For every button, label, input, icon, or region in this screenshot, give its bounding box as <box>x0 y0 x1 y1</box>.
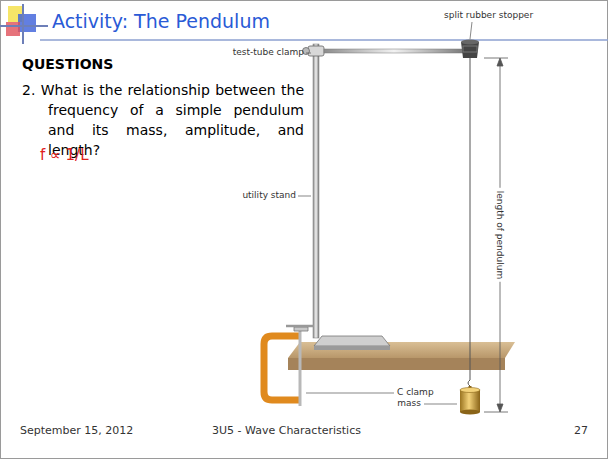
answer-text: f ∝ 1/L <box>40 146 89 164</box>
stand-base <box>314 336 390 350</box>
slide-title: Activity: The Pendulum <box>52 10 270 32</box>
stand-rod <box>313 44 319 338</box>
leader-lines <box>298 22 472 404</box>
table <box>288 342 515 370</box>
part-label: utility stand <box>242 190 296 200</box>
part-label: split rubber stopper <box>444 10 533 20</box>
rubber-stopper <box>461 40 479 59</box>
slide-number: 27 <box>574 424 588 437</box>
section-heading: QUESTIONS <box>22 56 113 72</box>
footer-course: 3U5 - Wave Characteristics <box>212 424 361 437</box>
dimension-label: length of pendulum <box>495 188 505 282</box>
part-label: mass <box>397 398 421 408</box>
part-label: test-tube clamp <box>233 47 304 57</box>
footer-date: September 15, 2012 <box>20 424 133 437</box>
c-clamp <box>264 326 314 406</box>
pendulum-string <box>470 58 471 380</box>
part-label: C clamp <box>397 387 434 397</box>
title-rule <box>40 39 608 41</box>
pendulum-mass <box>460 380 480 415</box>
test-tube-clamp <box>303 46 465 56</box>
title-icon <box>0 4 48 44</box>
length-dimension <box>484 58 508 412</box>
